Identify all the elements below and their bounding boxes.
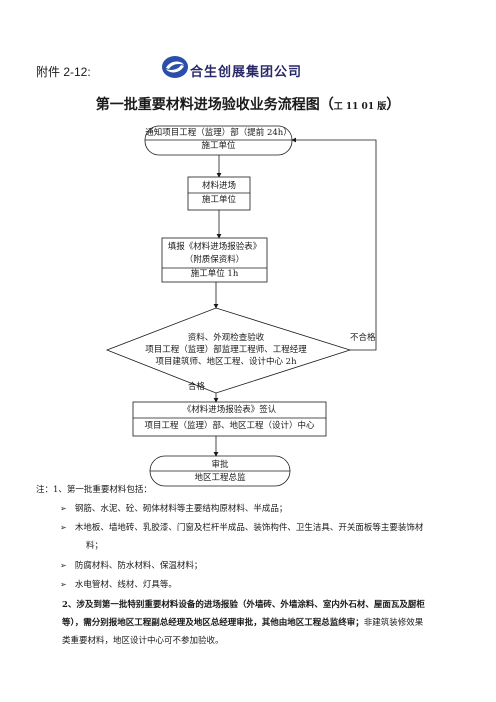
step-report-form-line1: 填报《材料进场报验表》	[167, 242, 262, 252]
step-signoff-line2: 项目工程（监理）部、地区工程（设计）中心	[144, 421, 315, 431]
note-2-line2: 等），需分别报地区工程副总经理及地区总经理审批，其他由地区工程总监终审；非建筑装…	[62, 617, 423, 630]
note-item-2: ➢ 木地板、墙地砖、乳胶漆、门窗及栏杆半成品、装饰构件、卫生洁具、开关面板等主要…	[60, 523, 424, 533]
step-notify-line2: 施工单位	[201, 141, 236, 151]
step-report-form-shape	[161, 237, 268, 283]
step-report-form-line3: 施工单位 1h	[190, 269, 239, 279]
decision-line1: 资料、外观检查验收	[187, 333, 265, 343]
attachment-label: 附件 2-12:	[36, 65, 91, 79]
step-material-arrival-line1: 材料进场	[201, 181, 236, 191]
company-logo-icon	[162, 56, 188, 78]
note-2-line2-tail: 非建筑装修效果	[363, 618, 424, 628]
decision-line2: 项目工程（监理）部监理工程师、工程经理	[145, 345, 307, 355]
note-item-4-text: 水电管材、线材、灯具等。	[74, 580, 177, 590]
notes-intro: 注：1、第一批重要材料包括：	[36, 485, 152, 495]
step-material-arrival-line2: 施工单位	[201, 195, 236, 205]
title-main: 第一批重要材料进场验收业务流程图（	[95, 97, 334, 113]
note-2-line2-bold: 等），需分别报地区工程副总经理及地区总经理审批，其他由地区工程总监终审；	[62, 618, 364, 628]
note-2-line3: 类重要材料，地区设计中心可不参加验收。	[62, 636, 224, 646]
step-approval-line2: 地区工程总监	[194, 473, 246, 483]
title-version: 工 11 01 版	[333, 102, 387, 112]
step-report-form-line2: （附质保资料）	[184, 255, 245, 265]
pass-label: 合格	[188, 382, 206, 392]
company-name: 合生创展集团公司	[190, 65, 303, 80]
step-signoff-shape	[132, 401, 327, 437]
note-item-3-text: 防腐材料、防水材料、保温材料；	[74, 561, 203, 571]
note-2-line1: 2、涉及到第一批特别重要材料设备的进场报验（外墙砖、外墙涂料、室内外石材、屋面瓦…	[62, 600, 425, 610]
decision-line3: 项目建筑师、地区工程、设计中心 2h	[155, 357, 297, 367]
step-approval-line1: 审批	[211, 460, 229, 470]
step-signoff-line1: 《材料进场报验表》签认	[182, 405, 277, 415]
fail-label: 不合格	[350, 333, 376, 343]
page-title: 第一批重要材料进场验收业务流程图（工 11 01 版）	[0, 94, 496, 114]
note-item-3: ➢ 防腐材料、防水材料、保温材料；	[60, 561, 203, 571]
title-suffix: ）	[386, 97, 401, 113]
note-item-1: ➢ 钢筋、水泥、砼、砌体材料等主要结构原材料、半成品；	[60, 504, 288, 514]
note-item-1-text: 钢筋、水泥、砼、砌体材料等主要结构原材料、半成品；	[74, 504, 288, 514]
note-item-2-text: 木地板、墙地砖、乳胶漆、门窗及栏杆半成品、装饰构件、卫生洁具、开关面板等主要装饰…	[74, 523, 424, 533]
step-notify-line1: 通知项目工程（监理）部（提前 24h）	[145, 128, 292, 138]
note-item-2-cont: 料；	[86, 541, 104, 551]
note-item-4: ➢ 水电管材、线材、灯具等。	[60, 580, 177, 590]
